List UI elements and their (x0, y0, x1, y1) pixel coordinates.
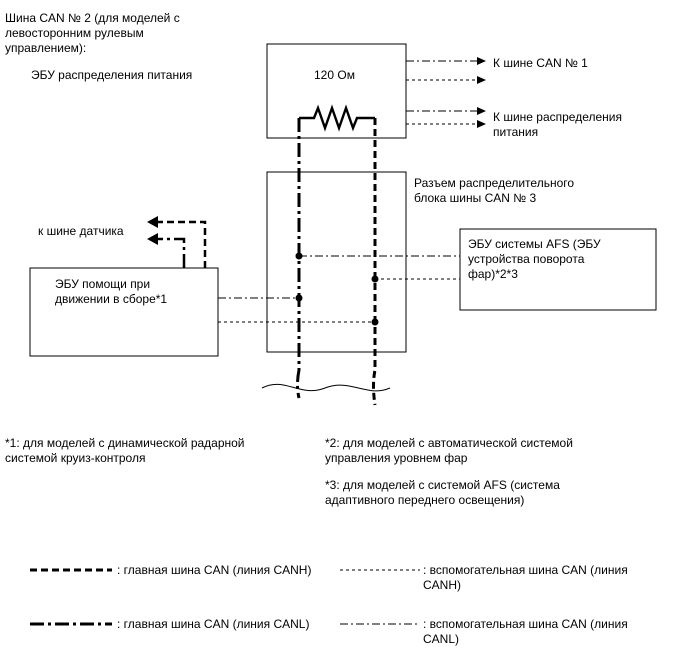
junction-connector-label: Разъем распределительного блока шины CAN… (414, 176, 575, 205)
footnote-1: *1: для моделей с динамической радарной … (5, 436, 245, 465)
arrow-head-sensor-b (147, 233, 158, 245)
afs-ecu-box (459, 228, 657, 311)
legend-sub-canh-label: : вспомогательная шина CAN (линия CANH) (423, 563, 628, 592)
power-distribution-ecu-label: ЭБУ распределения питания (31, 68, 193, 82)
footnote-3: *3: для моделей с системой AFS (система … (325, 478, 560, 507)
arrow-head-can1-b (477, 76, 486, 84)
junction-connector-box (266, 171, 407, 353)
resistor-value-label: 120 Ом (314, 68, 355, 82)
sensor-bus-inner (157, 237, 186, 268)
sensor-bus-label: к шине датчика (38, 224, 124, 238)
arrow-head-sensor-a (147, 216, 158, 228)
arrow-label-can1: К шине CAN № 1 (493, 56, 588, 70)
main-bus-canh-line (372, 118, 377, 406)
legend-main-canh-label: : главная шина CAN (линия CANH) (117, 563, 312, 577)
arrow-head-power-a (477, 107, 486, 115)
assist-ecu-box (29, 267, 219, 357)
resistor-symbol (299, 104, 375, 132)
main-bus-canl-line (296, 118, 301, 399)
afs-ecu-label: ЭБУ системы AFS (ЭБУ устройства поворота… (468, 237, 601, 281)
footnote-2: *2: для моделей с автоматической системо… (325, 436, 573, 465)
legend-main-canl-label: : главная шина CAN (линия CANL) (117, 617, 310, 631)
arrow-label-power: К шине распределения питания (493, 110, 622, 139)
assist-ecu-label: ЭБУ помощи при движении в сборе*1 (55, 277, 168, 306)
arrow-head-can1-a (477, 57, 486, 65)
legend-sub-canl-label: : вспомогательная шина CAN (линия CANL) (423, 617, 628, 646)
bus-break-line (261, 383, 391, 392)
power-distribution-ecu-box (266, 43, 407, 139)
bus-title: Шина CAN № 2 (для моделей с левосторонни… (5, 11, 180, 55)
arrow-head-power-b (477, 120, 486, 128)
sensor-bus-outer (155, 220, 207, 268)
